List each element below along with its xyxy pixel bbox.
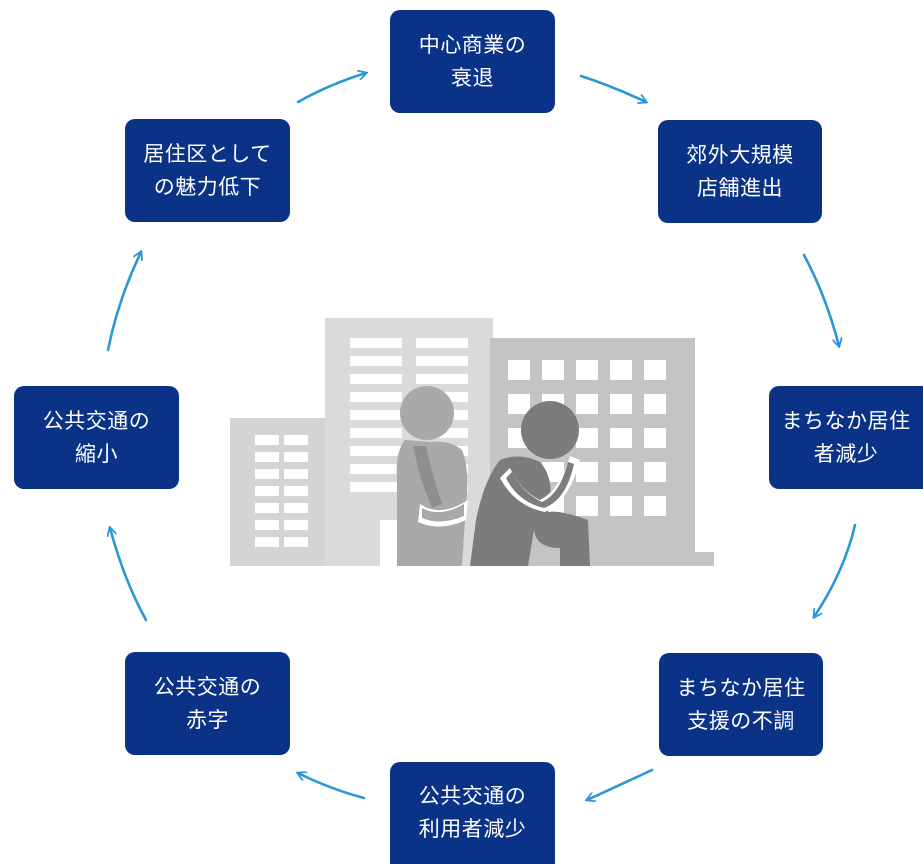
node-suburban-stores: 郊外大規模店舗進出 [658,120,822,223]
node-line: まちなか居住 [781,408,911,433]
arrow-3 [802,253,839,346]
building-door [380,520,398,566]
person-sitting [470,401,590,566]
arrow-7 [110,528,148,622]
arrow-1 [296,73,366,104]
node-line: 公共交通の [153,674,262,699]
node-transit-shrink: 公共交通の縮小 [14,386,179,489]
arrow-2 [579,74,646,102]
node-line: の魅力低下 [153,174,262,199]
node-line: まちなか居住 [676,675,806,700]
node-line: 店舗進出 [697,175,783,200]
building-left-windows [255,435,308,547]
node-line: 郊外大規模 [686,142,794,167]
person-thinking [396,386,468,566]
node-line: 衰退 [451,65,494,90]
arrow-5 [587,768,654,800]
arrow-8 [106,252,141,352]
arrow-4 [814,523,857,617]
arrow-6 [298,773,366,800]
node-line: 公共交通の [418,784,527,809]
node-line: 利用者減少 [418,817,527,841]
node-residential-appeal: 居住区としての魅力低下 [125,119,290,222]
building-step [690,552,714,566]
node-center-decline: 中心商業の衰退 [390,10,555,113]
node-line: 支援の不調 [687,708,795,733]
node-line: 居住区として [143,141,272,166]
node-transit-users: 公共交通の利用者減少 [390,762,555,864]
node-line: 赤字 [186,707,229,732]
node-transit-deficit: 公共交通の赤字 [125,652,290,755]
node-line: 公共交通の [42,408,151,433]
node-living-support: まちなか居住支援の不調 [659,653,823,756]
node-line: 縮小 [75,441,118,466]
node-line: 者減少 [813,441,879,466]
node-resident-decrease: まちなか居住者減少 [769,386,923,489]
node-line: 中心商業の [418,32,527,57]
